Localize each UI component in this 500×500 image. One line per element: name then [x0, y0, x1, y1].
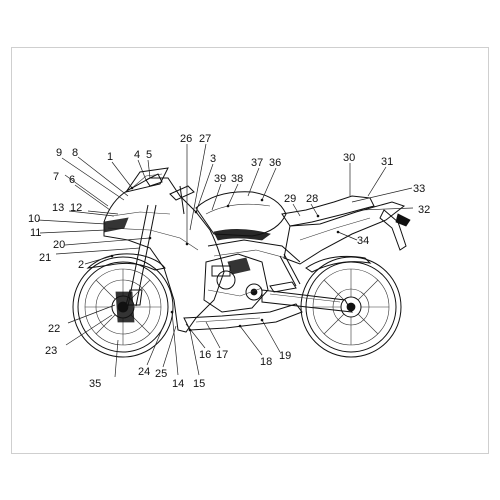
callout-20: 20	[53, 239, 65, 251]
callout-31: 31	[381, 156, 393, 168]
rear-wheel	[300, 256, 402, 358]
swingarm	[261, 289, 353, 313]
callout-9: 9	[56, 147, 62, 159]
callout-35: 35	[89, 378, 101, 390]
callout-17: 17	[216, 349, 228, 361]
callout-12: 12	[70, 202, 82, 214]
engine	[203, 253, 269, 313]
callout-13: 13	[52, 202, 64, 214]
callout-33: 33	[413, 183, 425, 195]
callout-27: 27	[199, 133, 211, 145]
callout-32: 32	[418, 204, 430, 216]
callout-4: 4	[134, 149, 140, 161]
callout-labels: 1 2 3 4 5 6 7 8 9 10 11 12 13 14 15 16 1…	[28, 133, 430, 390]
front-fairing	[103, 177, 225, 333]
diagram-frame	[11, 47, 489, 454]
callout-1: 1	[107, 151, 113, 163]
callout-3: 3	[210, 153, 216, 165]
front-wheel	[72, 256, 174, 358]
callout-38: 38	[231, 173, 243, 185]
callout-30: 30	[343, 152, 355, 164]
callout-10: 10	[28, 213, 40, 225]
callout-7: 7	[53, 171, 59, 183]
callout-39: 39	[214, 173, 226, 185]
fuel-tank	[195, 191, 287, 237]
exhaust	[183, 303, 303, 331]
callout-28: 28	[306, 193, 318, 205]
callout-29: 29	[284, 193, 296, 205]
callout-37: 37	[251, 157, 263, 169]
callout-25: 25	[155, 368, 167, 380]
callout-16: 16	[199, 349, 211, 361]
leader-lines	[37, 143, 414, 378]
front-fork	[125, 204, 157, 307]
callout-34: 34	[357, 235, 369, 247]
callout-19: 19	[279, 350, 291, 362]
leader-endpoints	[110, 186, 340, 332]
callout-14: 14	[172, 378, 184, 390]
callout-6: 6	[69, 174, 75, 186]
callout-18: 18	[260, 356, 272, 368]
callout-8: 8	[72, 147, 78, 159]
motorcycle-drawing	[72, 167, 411, 358]
callout-26: 26	[180, 133, 192, 145]
callout-5: 5	[146, 149, 152, 161]
front-mudguard	[86, 253, 166, 271]
callout-11: 11	[30, 227, 41, 239]
callout-36: 36	[269, 157, 281, 169]
callout-24: 24	[138, 366, 150, 378]
tail-section	[283, 201, 406, 265]
callout-23: 23	[45, 345, 57, 357]
seat	[281, 195, 375, 227]
callout-15: 15	[193, 378, 205, 390]
callout-2: 2	[78, 259, 84, 271]
callout-21: 21	[39, 252, 51, 264]
callout-22: 22	[48, 323, 60, 335]
